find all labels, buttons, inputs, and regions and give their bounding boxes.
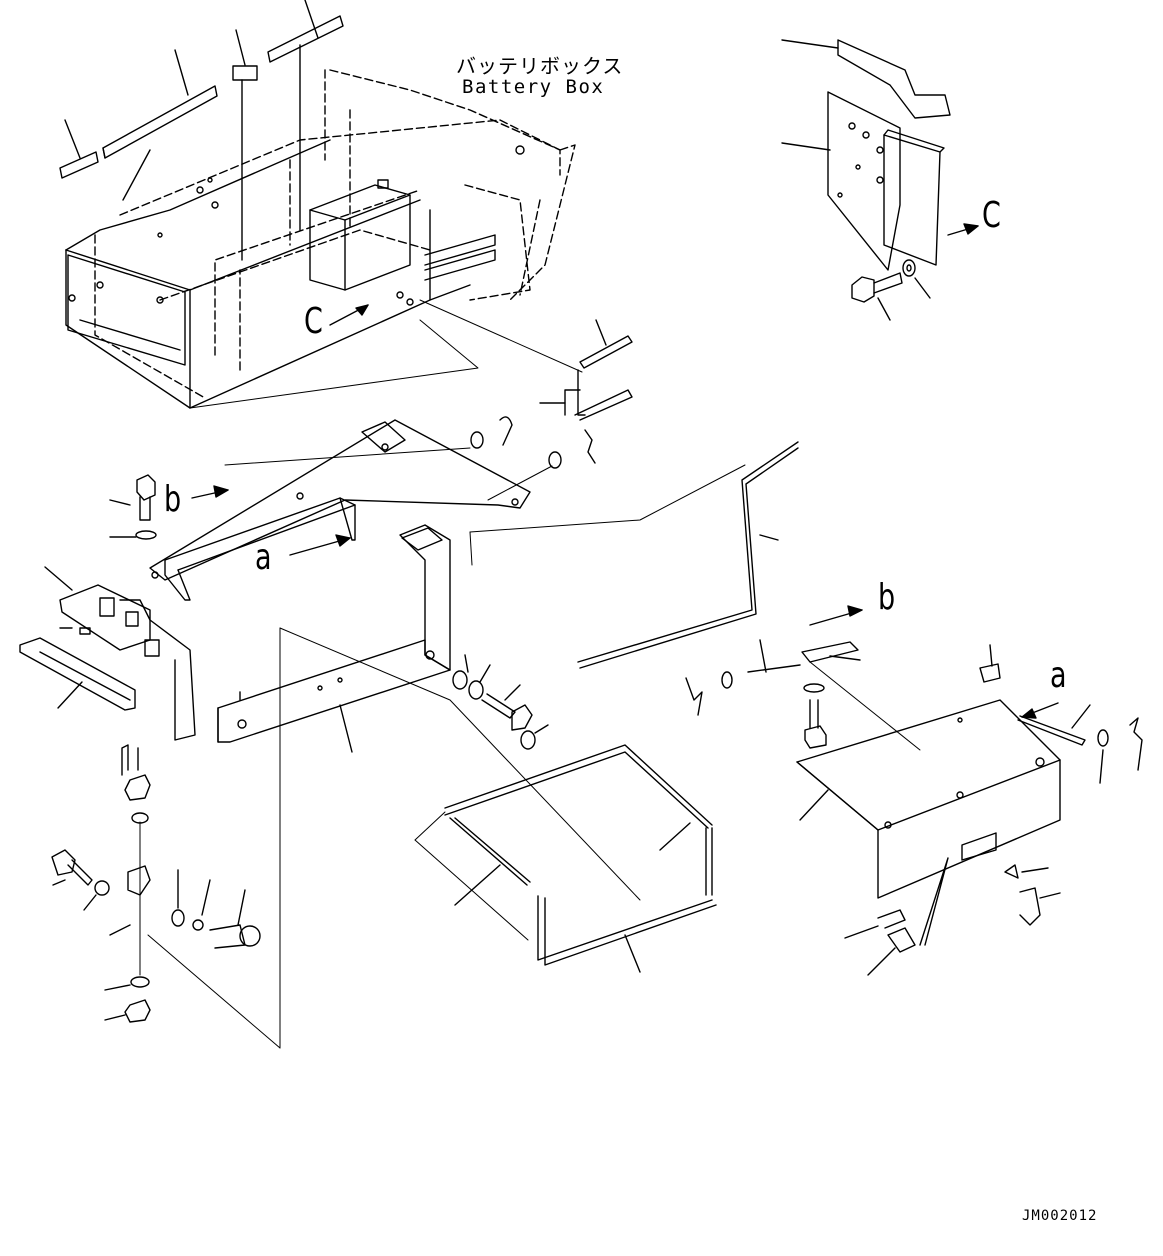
drawing-code: JM002012	[1022, 1208, 1098, 1224]
view-label-a-main: a	[255, 537, 272, 578]
diagram-title-english: Battery Box	[462, 76, 605, 98]
view-label-c-main: C	[304, 301, 323, 342]
view-label-b-main: b	[164, 479, 182, 520]
mounting-hardware	[52, 745, 280, 1048]
view-label-c-top: C	[982, 195, 1001, 236]
battery-cover	[686, 606, 1142, 975]
side-cover-plate	[782, 40, 978, 320]
view-label-b-right: b	[878, 577, 896, 618]
view-label-a-right: a	[1050, 655, 1067, 696]
support-angle	[415, 745, 716, 972]
bolt-and-washers	[453, 655, 548, 749]
diagram-title-japanese: バッテリボックス	[456, 54, 624, 78]
battery-box-frame	[60, 0, 582, 408]
rubber-strips	[540, 320, 632, 420]
battery-bracket	[20, 417, 745, 1048]
hold-down-rod	[578, 442, 798, 668]
